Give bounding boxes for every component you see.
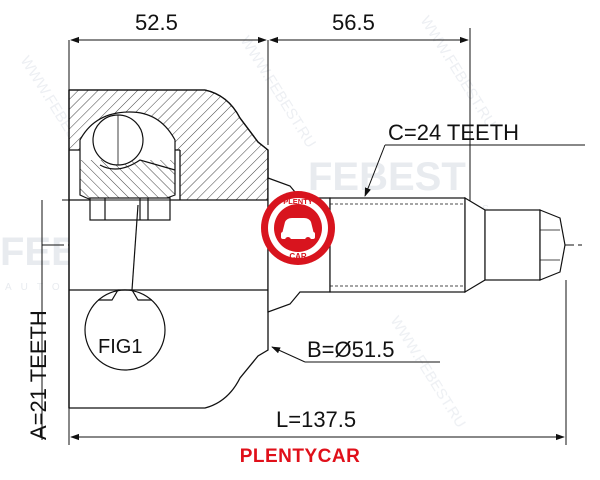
label-b-diameter: B=Ø51.5 <box>307 337 394 362</box>
watermark-diagonal-3: WWW.FEBEST.RU <box>387 313 469 431</box>
fig1-tooth-profile <box>98 289 152 301</box>
dim-label-52-5: 52.5 <box>135 10 178 35</box>
b-leader <box>271 346 306 363</box>
top-dimensions <box>68 28 471 205</box>
label-a-teeth: A=21 TEETH <box>26 310 51 440</box>
shaft-taper <box>464 196 486 294</box>
label-fig1: FIG1 <box>98 336 142 358</box>
car-icon-body <box>281 232 315 239</box>
label-l-length: L=137.5 <box>276 407 356 432</box>
fig1-circle <box>84 289 166 371</box>
dim-label-56-5: 56.5 <box>332 10 375 35</box>
fig1-leader <box>131 204 139 291</box>
label-c-teeth: C=24 TEETH <box>388 120 519 145</box>
spline-c-callout <box>364 144 585 197</box>
fig1-detail <box>84 204 166 371</box>
footer-brand-label: PLENTYCAR <box>239 446 361 467</box>
logo-top-text: PLENTY <box>283 197 313 206</box>
car-icon-wheel-right <box>305 237 311 243</box>
c-leader <box>364 144 386 197</box>
logo-bottom-text: CAR <box>289 252 307 261</box>
car-icon-wheel-left <box>285 237 291 243</box>
watermark-diagonal-2: WWW.FEBEST.RU <box>417 13 499 131</box>
car-icon <box>282 218 314 234</box>
shaft-thread <box>484 209 541 281</box>
cage-hatch <box>80 160 175 205</box>
spline-hub <box>89 197 171 221</box>
length-dimension <box>68 280 567 445</box>
plentycar-logo: PLENTY CAR <box>261 191 335 265</box>
housing-top-edge <box>69 89 269 200</box>
diameter-b-callout <box>271 346 440 363</box>
race-groove <box>99 159 176 171</box>
shaft-spline-section <box>329 197 466 293</box>
inner-race <box>62 111 176 221</box>
shaft-end <box>539 209 566 281</box>
watermark-brand-right: FEBEST <box>308 155 466 199</box>
